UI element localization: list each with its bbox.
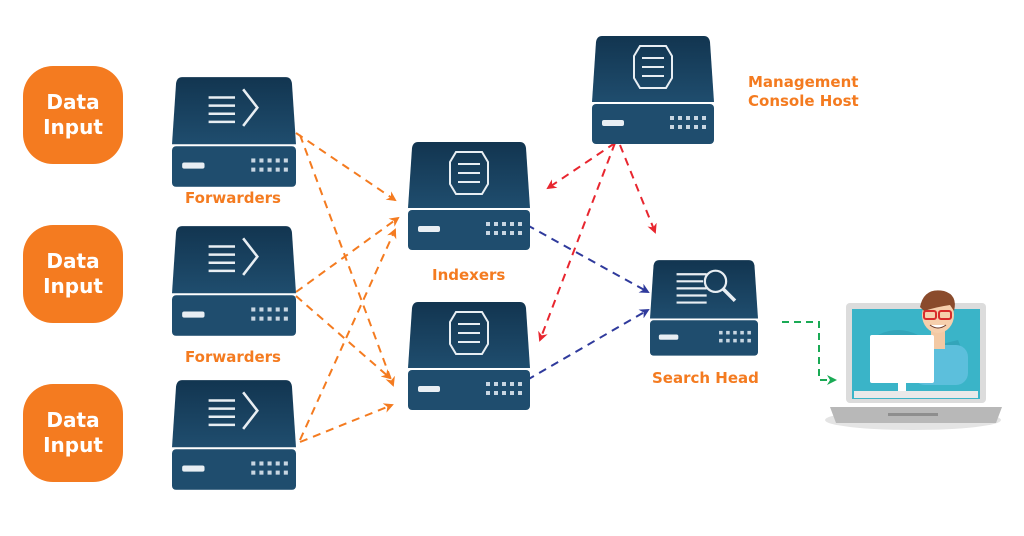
management-label-line1: Management <box>748 73 859 91</box>
database-shield-icon <box>449 151 489 195</box>
edge-mgmt-indexer1 <box>546 142 616 190</box>
data-input-2-line2: Input <box>43 274 103 298</box>
edge-forwarder1-indexer2 <box>299 134 395 387</box>
forwarders-label-1: Forwarders <box>185 189 281 207</box>
indexer-server-2 <box>408 300 530 410</box>
edge-forwarder2-indexer1 <box>295 216 400 293</box>
indexers-label: Indexers <box>432 266 506 284</box>
edge-forwarder3-indexer1 <box>299 228 397 441</box>
management-console-label: Management Console Host <box>748 73 859 111</box>
data-input-1-line1: Data <box>46 90 100 114</box>
forwarders-label-2: Forwarders <box>185 348 281 366</box>
forward-data-icon <box>208 88 259 127</box>
database-shield-icon <box>449 311 489 355</box>
edge-indexer1-searchhead <box>526 224 650 293</box>
forwarder-server-1 <box>172 75 296 187</box>
data-input-2-line1: Data <box>46 249 100 273</box>
edge-forwarder1-indexer1 <box>295 132 397 202</box>
search-head-server <box>650 258 758 356</box>
database-shield-icon <box>633 45 673 89</box>
edge-forwarder2-indexer2 <box>295 295 392 380</box>
edge-searchhead-laptop <box>782 321 837 385</box>
edge-forwarder3-indexer2 <box>299 403 394 443</box>
data-input-3: Data Input <box>23 384 123 482</box>
indexer-server-1 <box>408 140 530 250</box>
edge-indexer2-searchhead <box>526 308 650 381</box>
forwarder-server-3 <box>172 378 296 490</box>
management-label-line2: Console Host <box>748 92 859 110</box>
data-input-3-line1: Data <box>46 408 100 432</box>
magnifier-icon <box>676 269 737 304</box>
data-input-1-line2: Input <box>43 115 103 139</box>
management-console-server <box>592 34 714 144</box>
edge-mgmt-indexer2 <box>538 142 616 342</box>
forwarder-server-2 <box>172 224 296 336</box>
edge-mgmt-searchhead <box>619 144 657 234</box>
forward-data-icon <box>208 391 259 430</box>
forward-data-icon <box>208 237 259 276</box>
monitor-icon <box>870 335 934 383</box>
search-head-label: Search Head <box>652 369 759 387</box>
user-laptop <box>825 290 1002 430</box>
data-input-3-line2: Input <box>43 433 103 457</box>
data-input-1: Data Input <box>23 66 123 164</box>
data-input-2: Data Input <box>23 225 123 323</box>
